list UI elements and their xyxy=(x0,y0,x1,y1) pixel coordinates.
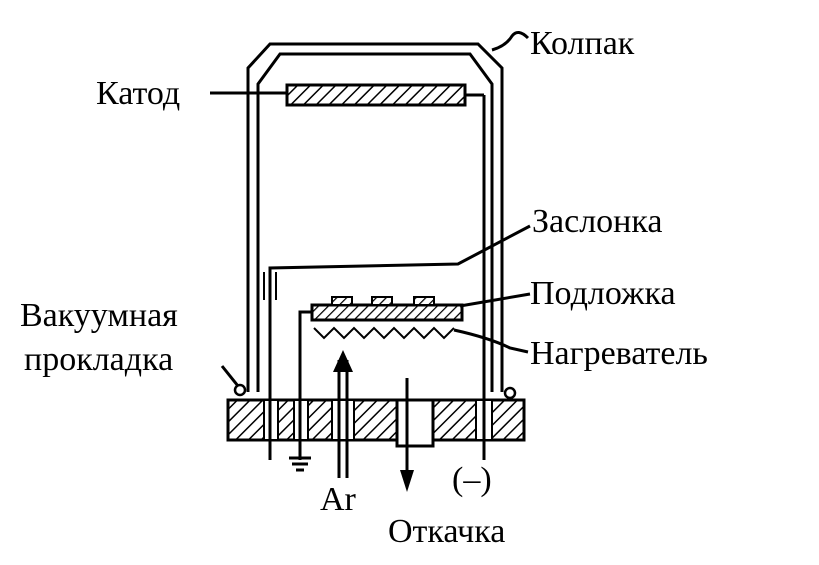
argon-inlet-arrow-icon xyxy=(333,350,353,478)
vacuum-gasket-left xyxy=(233,383,247,397)
label-cathode: Катод xyxy=(96,75,180,112)
label-pumping: Откачка xyxy=(388,513,505,550)
heater-leader xyxy=(453,328,529,354)
label-gas: Ar xyxy=(320,481,357,518)
label-heater: Нагреватель xyxy=(530,335,708,372)
label-gasket-line2: прокладка xyxy=(24,341,173,378)
label-substrate: Подложка xyxy=(530,275,676,312)
cap-leader xyxy=(491,31,530,52)
ground-icon xyxy=(289,440,311,472)
bell-jar-cap xyxy=(246,42,504,392)
label-gasket-line1: Вакуумная xyxy=(20,297,178,334)
shutter xyxy=(263,224,531,460)
label-cathode-polarity: (–) xyxy=(452,461,492,498)
substrate-leader xyxy=(459,292,531,308)
heater-coil xyxy=(313,326,455,340)
vacuum-gasket-right xyxy=(503,386,517,400)
pumping-outlet-arrow-icon xyxy=(400,378,414,492)
label-cap: Колпак xyxy=(530,25,635,62)
base-plate xyxy=(226,398,526,460)
gasket-leader xyxy=(220,365,240,387)
label-shutter: Заслонка xyxy=(532,203,662,240)
cathode-target xyxy=(285,83,486,460)
